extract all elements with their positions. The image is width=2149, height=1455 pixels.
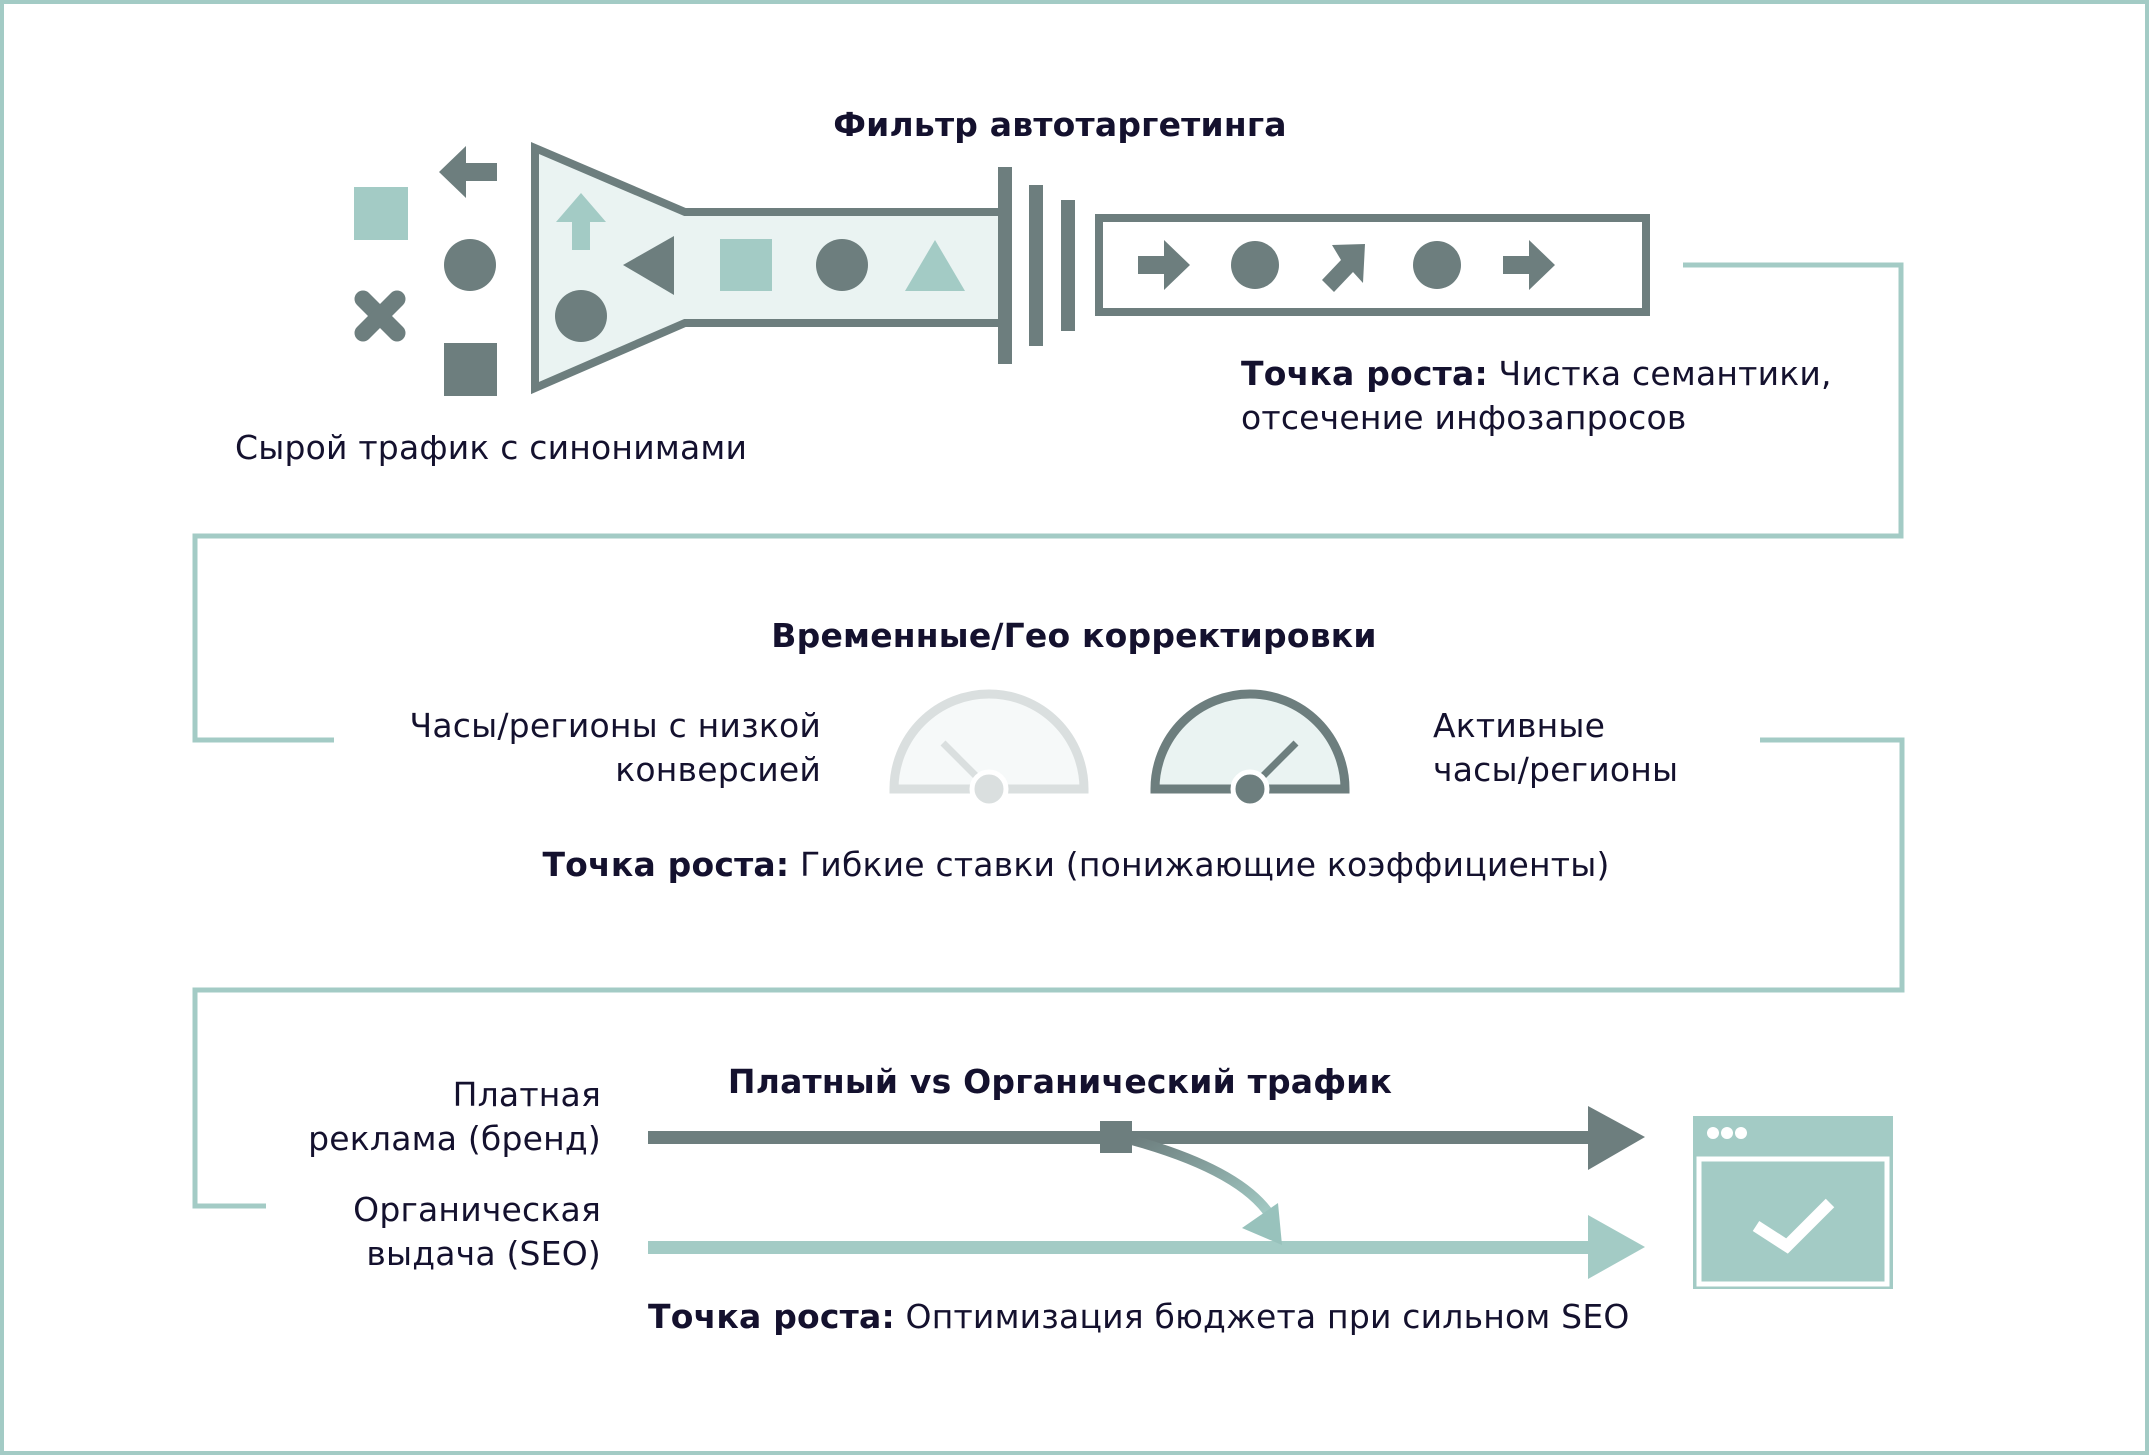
section2-title: Временные/Гео корректировки xyxy=(771,616,1377,655)
section1-growth-point: Точка роста: Чистка семантики, xyxy=(1241,352,1832,396)
paid-label-line2: реклама (бренд) xyxy=(308,1119,601,1158)
triangle-left-icon xyxy=(623,236,674,295)
square-icon xyxy=(444,343,497,396)
growth-text-line2: отсечение инфозапросов xyxy=(1241,398,1687,437)
filter-bar xyxy=(998,167,1012,364)
filter-bar xyxy=(1029,185,1043,346)
square-icon xyxy=(720,239,772,291)
split-marker xyxy=(1100,1121,1132,1153)
filter-bars xyxy=(998,167,1075,364)
autotargeting-funnel xyxy=(531,141,1009,395)
paid-arrowhead xyxy=(1588,1106,1645,1170)
low-conversion-label-line1: Часы/регионы с низкой xyxy=(409,706,821,745)
budget-shift-arrow xyxy=(1130,1135,1282,1245)
paid-traffic-arrow xyxy=(648,1106,1645,1170)
arrow-right-icon xyxy=(1138,240,1190,290)
filtered-output-box xyxy=(1095,214,1650,316)
organic-label-line2: выдача (SEO) xyxy=(366,1234,601,1273)
connector-1-2 xyxy=(192,262,1904,743)
active-label-line1: Активные xyxy=(1433,706,1606,745)
raw-traffic-label: Сырой трафик с синонимами xyxy=(235,428,748,467)
shift-curve xyxy=(1130,1135,1275,1218)
gauge-hub xyxy=(969,769,1009,809)
organic-line xyxy=(648,1241,1598,1254)
arrow-up-right-icon xyxy=(1322,244,1365,292)
cross-icon xyxy=(354,290,406,342)
circle-icon xyxy=(444,239,496,291)
shift-arrowhead xyxy=(1242,1203,1282,1245)
section2-growth-point: Точка роста: Гибкие ставки (понижающие к… xyxy=(542,843,1609,887)
growth-text: Оптимизация бюджета при сильном SEO xyxy=(905,1297,1630,1336)
circle-icon xyxy=(555,290,607,342)
low-conversion-label-line2: конверсией xyxy=(615,750,821,789)
section1-title: Фильтр автотаргетинга xyxy=(833,105,1287,144)
active-label-line2: часы/регионы xyxy=(1433,750,1679,789)
triangle-icon xyxy=(905,240,965,291)
paid-label-line1: Платная xyxy=(452,1075,601,1114)
growth-text-line1: Чистка семантики, xyxy=(1498,354,1832,393)
connector-2-3 xyxy=(192,737,1905,1209)
arrow-right-icon xyxy=(1503,240,1555,290)
growth-prefix: Точка роста: xyxy=(542,845,790,884)
organic-arrowhead xyxy=(1588,1215,1645,1279)
circle-icon xyxy=(1413,241,1461,289)
arrow-left-icon xyxy=(439,146,497,198)
section3-growth-point: Точка роста: Оптимизация бюджета при сил… xyxy=(648,1295,1630,1339)
filter-bar xyxy=(1061,200,1075,331)
low-conversion-gauge xyxy=(889,689,1089,809)
organic-traffic-arrow xyxy=(648,1215,1645,1279)
browser-check-icon xyxy=(1693,1116,1893,1289)
growth-prefix: Точка роста: xyxy=(648,1297,895,1336)
active-gauge xyxy=(1150,689,1350,809)
circle-icon xyxy=(816,239,868,291)
gauge-dial xyxy=(889,689,1089,794)
circle-icon xyxy=(1231,241,1279,289)
raw-traffic-icons xyxy=(354,146,497,396)
arrow-up-icon xyxy=(556,193,606,250)
gauge-dial xyxy=(1150,689,1350,794)
growth-text: Гибкие ставки (понижающие коэффициенты) xyxy=(799,845,1610,884)
growth-prefix: Точка роста: xyxy=(1241,354,1488,393)
square-icon xyxy=(354,187,408,240)
gauge-hub xyxy=(1230,769,1270,809)
section3-title: Платный vs Органический трафик xyxy=(727,1062,1393,1101)
organic-label-line1: Органическая xyxy=(353,1190,601,1229)
